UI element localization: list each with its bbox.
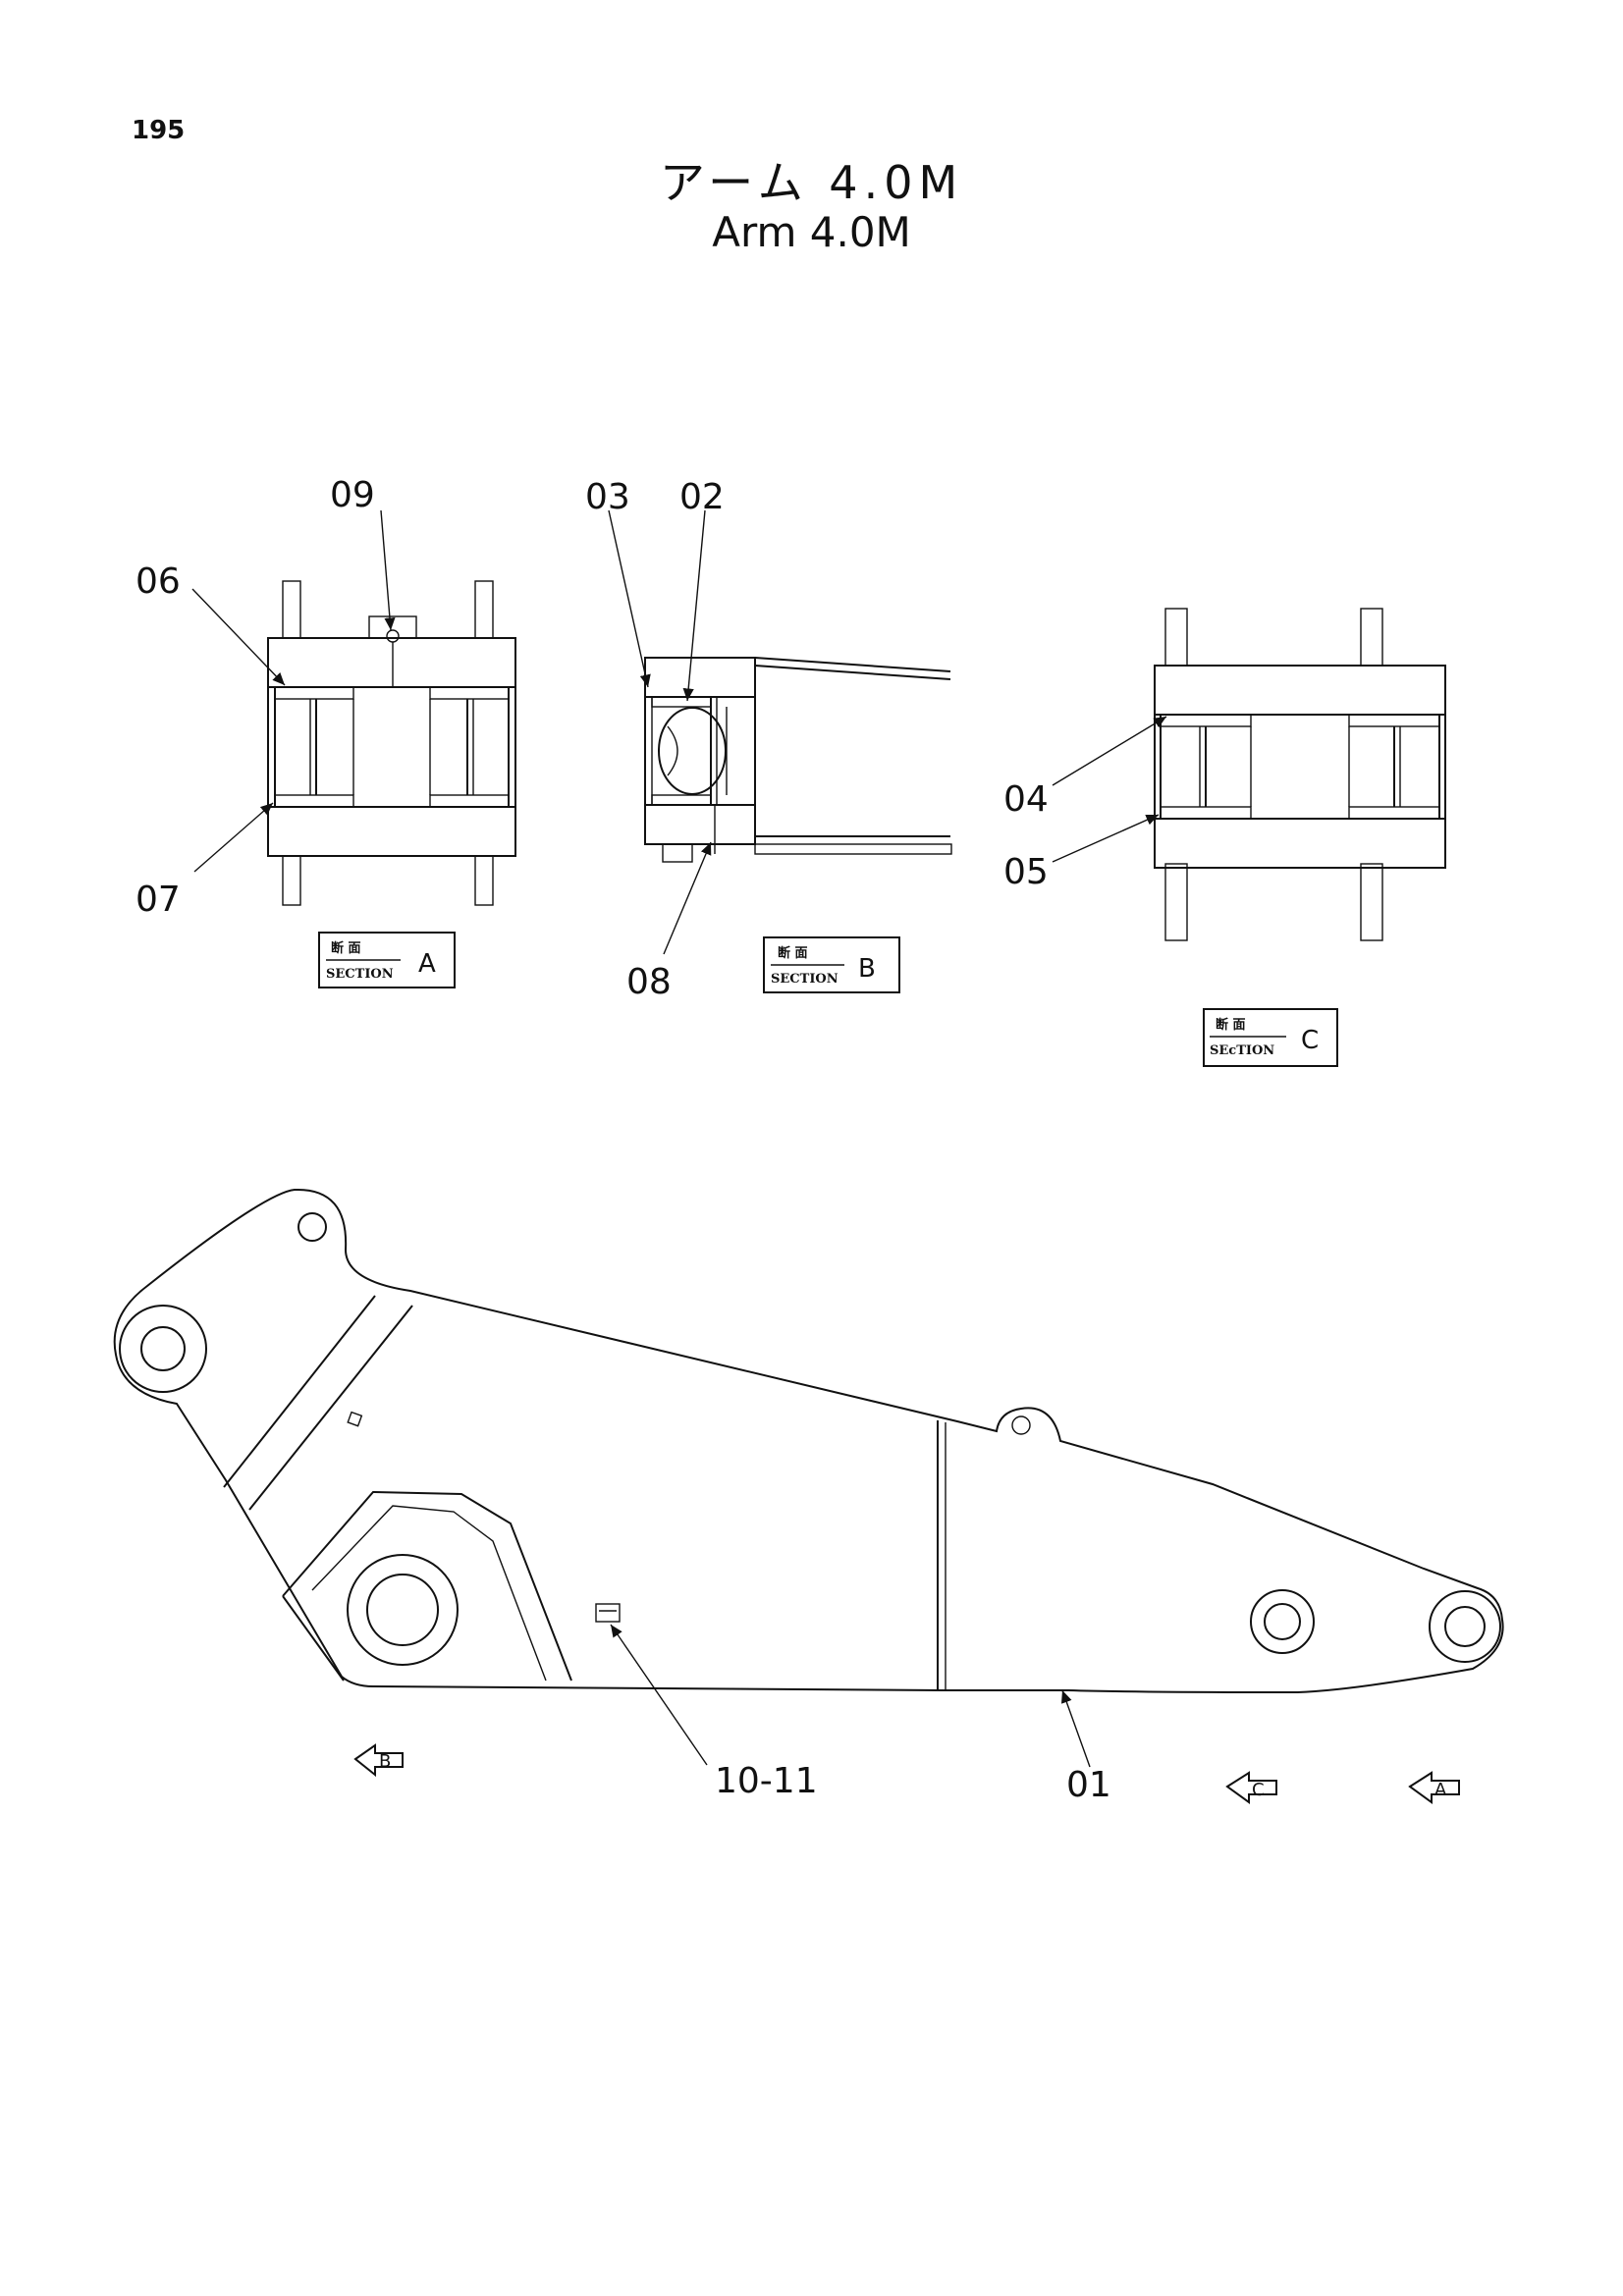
section-c-view (1052, 608, 1446, 941)
part-label-08: 08 (626, 962, 672, 1002)
section-label-b: 断 面 SECTION B (763, 936, 900, 993)
svg-text:C: C (1252, 1780, 1265, 1800)
section-a-view (191, 509, 516, 906)
section-label-c: 断 面 SEcTION C (1203, 1008, 1338, 1067)
section-b-view (608, 509, 952, 955)
title-english: Arm 4.0M (712, 208, 911, 256)
part-label-05: 05 (1003, 852, 1049, 892)
svg-text:断 面: 断 面 (778, 945, 808, 961)
svg-text:断 面: 断 面 (1216, 1017, 1246, 1033)
title-japanese: アーム 4.0M (659, 156, 964, 209)
section-label-a: 断 面 SECTION A (318, 932, 456, 988)
view-arrow-a: A (1408, 1771, 1460, 1804)
part-label-10-11: 10-11 (715, 1761, 818, 1801)
svg-text:B: B (858, 954, 876, 984)
svg-text:SECTION: SECTION (326, 967, 394, 982)
part-label-09: 09 (330, 475, 375, 515)
view-arrow-c: C (1225, 1771, 1277, 1804)
arm-side-view (113, 1188, 1504, 1768)
part-label-02: 02 (679, 477, 725, 517)
part-label-04: 04 (1003, 779, 1049, 820)
part-label-03: 03 (585, 477, 630, 517)
svg-text:A: A (418, 949, 436, 979)
view-arrow-b: B (353, 1743, 404, 1778)
svg-text:断 面: 断 面 (331, 940, 361, 956)
svg-text:B: B (379, 1751, 391, 1772)
svg-text:SEcTION: SEcTION (1210, 1043, 1274, 1058)
svg-text:A: A (1434, 1780, 1447, 1800)
part-label-07: 07 (135, 880, 181, 920)
svg-text:C: C (1301, 1026, 1319, 1055)
part-label-01: 01 (1066, 1765, 1111, 1805)
page-number: 195 (132, 116, 186, 145)
svg-text:SECTION: SECTION (771, 972, 839, 987)
part-label-06: 06 (135, 561, 181, 602)
